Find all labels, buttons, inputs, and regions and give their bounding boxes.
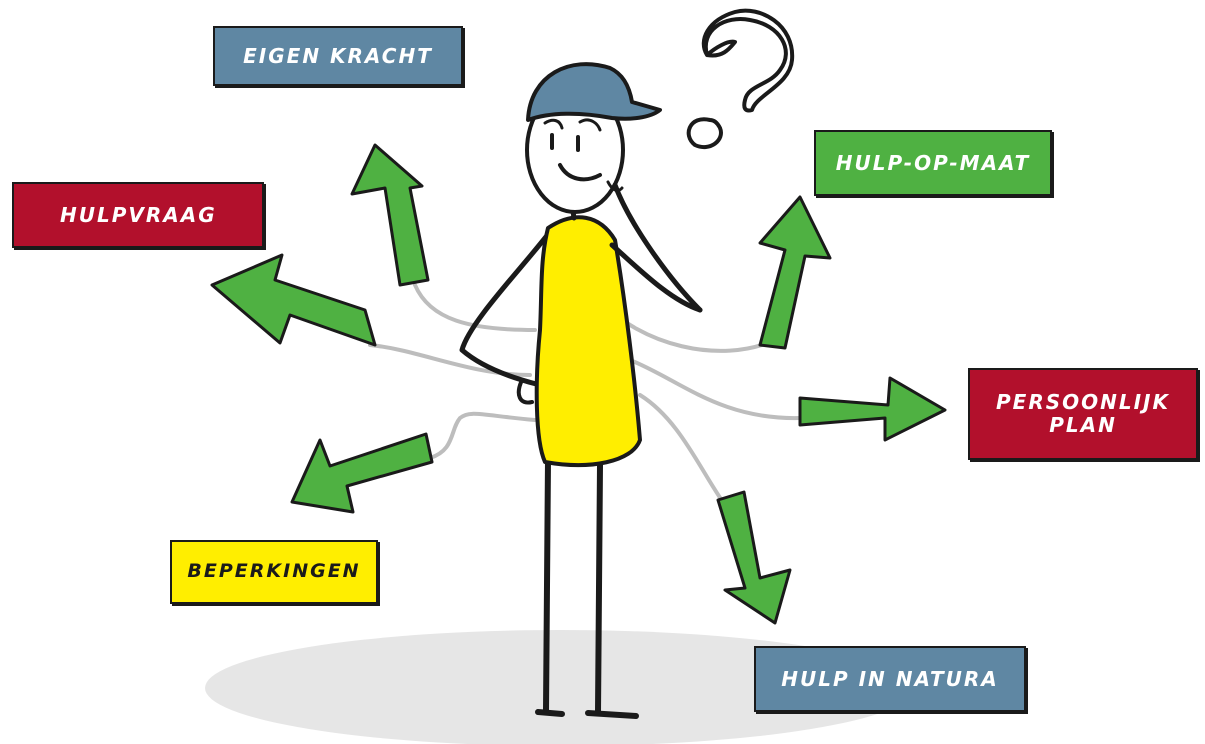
connector-strings [368, 283, 802, 507]
question-mark-icon [686, 8, 795, 149]
label-hulp-op-maat: HULP-OP-MAAT [814, 130, 1052, 196]
label-persoonlijk-plan: PERSOONLIJK PLAN [968, 368, 1198, 460]
arrow-icon-eigen-kracht [350, 143, 430, 287]
label-hulp-in-natura-text: HULP IN NATURA [781, 666, 999, 691]
label-eigen-kracht: EIGEN KRACHT [213, 26, 463, 86]
label-eigen-kracht-text: EIGEN KRACHT [243, 43, 433, 68]
label-hulp-op-maat-text: HULP-OP-MAAT [835, 150, 1031, 175]
arrow-icon-hulp-in-natura [716, 490, 792, 625]
arrow-icon-hulp-op-maat [758, 195, 832, 350]
stick-figure [459, 62, 703, 719]
arrow-icon-persoonlijk-plan [798, 376, 947, 442]
label-beperkingen: BEPERKINGEN [170, 540, 378, 604]
ground-shadow [205, 630, 915, 744]
label-hulpvraag-text: HULPVRAAG [60, 202, 217, 227]
label-persoonlijk-plan-line2: PLAN [1049, 413, 1117, 437]
label-persoonlijk-plan-line1: PERSOONLIJK [996, 390, 1170, 414]
label-hulp-in-natura: HULP IN NATURA [754, 646, 1026, 712]
label-beperkingen-text: BEPERKINGEN [187, 560, 361, 583]
label-hulpvraag: HULPVRAAG [12, 182, 264, 248]
arrow-icon-hulpvraag [210, 253, 377, 347]
arrow-icon-beperkingen [290, 432, 434, 514]
